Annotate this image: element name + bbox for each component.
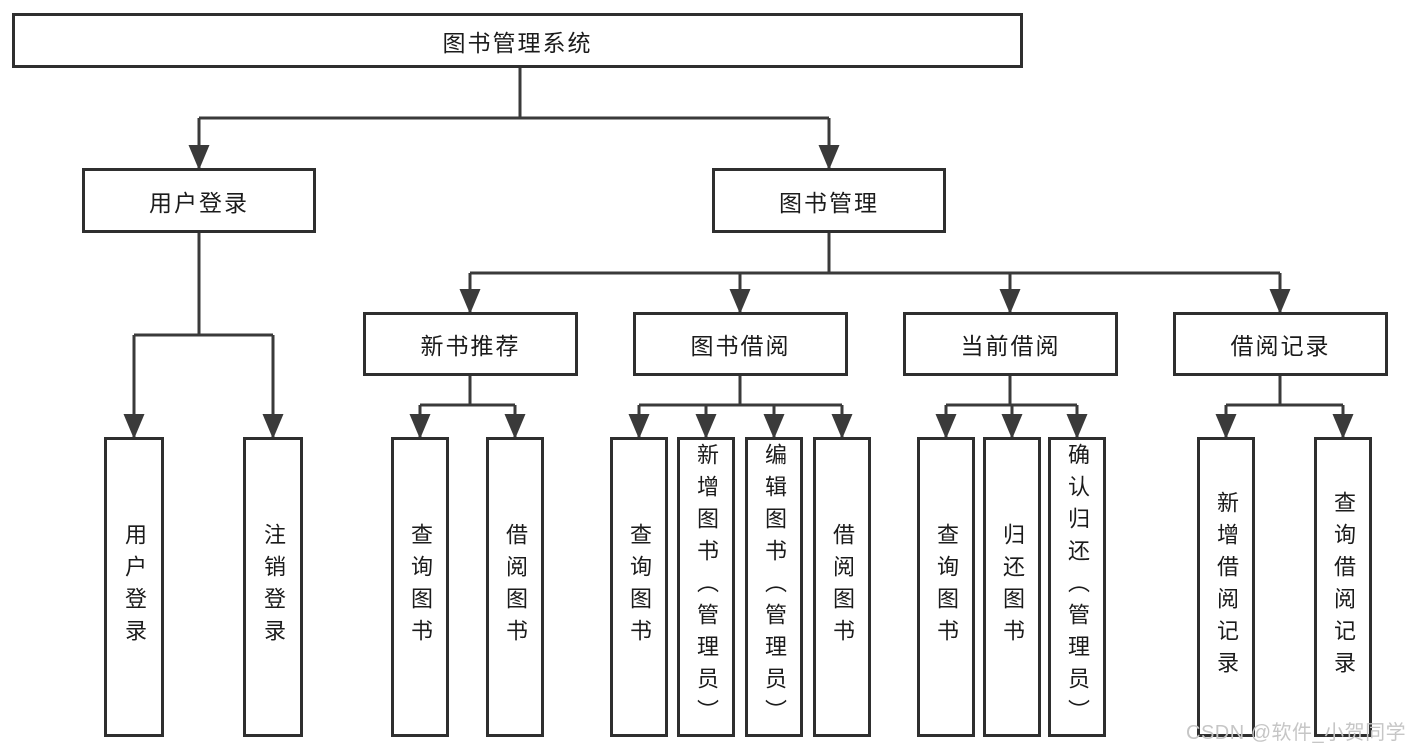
node-label: 图书借阅 (690, 333, 791, 359)
edges-user-login-to-leaves (123, 230, 284, 439)
leaf-add-borrow-record: 新增借阅记录 (1197, 437, 1255, 737)
node-user-login-branch: 用户登录 (82, 168, 316, 233)
leaf-user-login: 用户登录 (104, 437, 164, 737)
edges-root-to-level2 (188, 65, 840, 170)
node-label: 借阅记录 (1230, 333, 1331, 359)
node-book-borrow: 图书借阅 (633, 312, 848, 376)
node-new-book-recommend: 新书推荐 (363, 312, 578, 376)
node-label: 查询图书 (934, 523, 959, 651)
node-label: 借阅图书 (830, 523, 855, 651)
leaf-return-book: 归还图书 (983, 437, 1041, 737)
node-book-management: 图书管理 (712, 168, 946, 233)
leaf-query-books-recommend: 查询图书 (391, 437, 449, 737)
node-label: 借阅图书 (503, 523, 528, 651)
edges-book-borrow-to-leaves (628, 374, 853, 439)
leaf-query-borrow-record: 查询借阅记录 (1314, 437, 1372, 737)
node-label: 编辑图书（管理员） (762, 443, 787, 731)
node-label: 注销登录 (261, 523, 286, 651)
node-label: 图书管理 (779, 189, 879, 216)
leaf-query-books-current: 查询图书 (917, 437, 975, 737)
edges-book-management-to-level3 (459, 230, 1291, 314)
node-label: 新增借阅记录 (1214, 491, 1239, 683)
leaf-borrow-books: 借阅图书 (813, 437, 871, 737)
node-label: 用户登录 (149, 189, 249, 216)
node-label: 新书推荐 (420, 333, 521, 359)
edges-current-borrow-to-leaves (935, 374, 1088, 439)
node-root-system: 图书管理系统 (12, 13, 1023, 68)
node-current-borrow: 当前借阅 (903, 312, 1118, 376)
node-label: 查询借阅记录 (1331, 491, 1356, 683)
leaf-borrow-books-recommend: 借阅图书 (486, 437, 544, 737)
node-borrow-records: 借阅记录 (1173, 312, 1388, 376)
node-label: 查询图书 (408, 523, 433, 651)
node-label: 用户登录 (122, 523, 147, 651)
node-label: 查询图书 (627, 523, 652, 651)
edges-new-book-recommend-to-leaves (409, 374, 526, 439)
node-label: 确认归还（管理员） (1065, 443, 1090, 731)
leaf-confirm-return-admin: 确认归还（管理员） (1048, 437, 1106, 737)
edges-borrow-records-to-leaves (1215, 374, 1354, 439)
node-label: 图书管理系统 (442, 29, 593, 56)
csdn-watermark: CSDN @软件_小贺同学 (1186, 722, 1405, 744)
node-label: 新增图书（管理员） (694, 443, 719, 731)
leaf-logout: 注销登录 (243, 437, 303, 737)
node-label: 当前借阅 (960, 333, 1061, 359)
leaf-add-book-admin: 新增图书（管理员） (677, 437, 735, 737)
leaf-query-books-borrow: 查询图书 (610, 437, 668, 737)
leaf-edit-book-admin: 编辑图书（管理员） (745, 437, 803, 737)
node-label: 归还图书 (1000, 523, 1025, 651)
